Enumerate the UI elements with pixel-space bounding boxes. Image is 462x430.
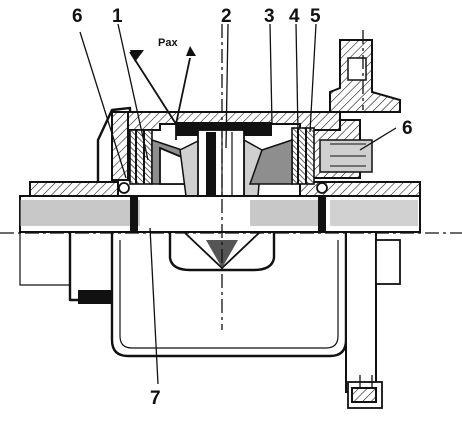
leader-lines bbox=[79, 23, 397, 385]
housing-body bbox=[19, 230, 348, 358]
right-clutch-pack bbox=[291, 127, 315, 185]
callout-3: 3 bbox=[264, 6, 275, 27]
callout-5: 5 bbox=[310, 6, 321, 27]
callout-1: 1 bbox=[112, 6, 123, 27]
left-clutch-pack bbox=[129, 129, 153, 185]
housing-rib bbox=[78, 290, 112, 304]
callout-7: 7 bbox=[150, 388, 161, 409]
main-axle bbox=[19, 182, 421, 233]
right-side-gear bbox=[248, 138, 293, 185]
callout-2: 2 bbox=[221, 6, 232, 27]
force-label: Pax bbox=[158, 37, 178, 49]
callout-4: 4 bbox=[289, 6, 300, 27]
force-arrow: Pax bbox=[129, 37, 196, 140]
right-bracket bbox=[345, 231, 401, 409]
callout-6-right: 6 bbox=[402, 118, 413, 139]
left-housing-flange bbox=[29, 106, 132, 197]
callout-6-left: 6 bbox=[72, 6, 83, 27]
right-pinion bbox=[319, 139, 373, 173]
